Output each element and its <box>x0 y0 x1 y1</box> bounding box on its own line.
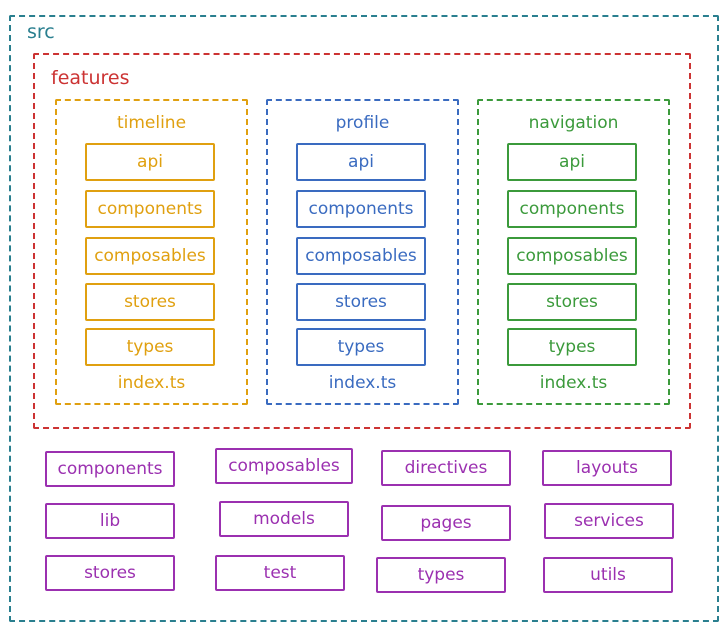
feature-profile: profile api components composables store… <box>266 99 459 405</box>
folder-box: stores <box>296 283 426 321</box>
shared-folder-box: types <box>376 557 506 593</box>
feature-timeline: timeline api components composables stor… <box>55 99 248 405</box>
folder-box: types <box>507 328 637 366</box>
src-label: src <box>27 21 55 43</box>
shared-folder-box: layouts <box>542 450 672 486</box>
shared-folder-box: services <box>544 503 674 539</box>
src-container: src <box>9 15 719 622</box>
shared-folder-box: pages <box>381 505 511 541</box>
folder-box: api <box>85 143 215 181</box>
folder-box: components <box>85 190 215 228</box>
shared-folder-box: models <box>219 501 349 537</box>
features-container: features <box>33 53 691 429</box>
feature-navigation: navigation api components composables st… <box>477 99 670 405</box>
folder-box: api <box>507 143 637 181</box>
shared-folder-box: components <box>45 451 175 487</box>
folder-box: api <box>296 143 426 181</box>
folder-box: composables <box>507 237 637 275</box>
folder-box: components <box>296 190 426 228</box>
index-file: index.ts <box>328 373 397 393</box>
folder-box: composables <box>85 237 215 275</box>
folder-box: components <box>507 190 637 228</box>
feature-title: navigation <box>528 113 619 133</box>
folder-box: composables <box>296 237 426 275</box>
feature-title: timeline <box>116 113 187 133</box>
folder-box: stores <box>507 283 637 321</box>
features-label: features <box>51 67 130 89</box>
feature-title: profile <box>335 113 390 133</box>
shared-folder-box: lib <box>45 503 175 539</box>
shared-folder-box: test <box>215 555 345 591</box>
index-file: index.ts <box>539 373 608 393</box>
shared-folder-box: directives <box>381 450 511 486</box>
folder-box: stores <box>85 283 215 321</box>
folder-box: types <box>85 328 215 366</box>
shared-folder-box: utils <box>543 557 673 593</box>
folder-box: types <box>296 328 426 366</box>
index-file: index.ts <box>117 373 186 393</box>
shared-folder-box: stores <box>45 555 175 591</box>
shared-folder-box: composables <box>215 448 353 484</box>
